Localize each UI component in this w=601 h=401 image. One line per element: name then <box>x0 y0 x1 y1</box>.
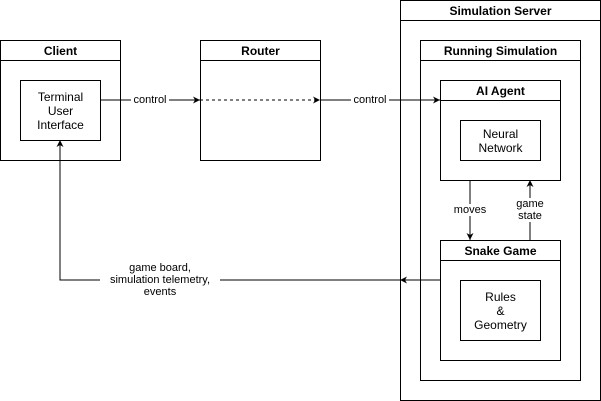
snake-game-container: Snake Game <box>440 240 561 361</box>
simulation-server-title: Simulation Server <box>401 1 600 21</box>
edge-label-game-state: game state <box>512 198 548 222</box>
edge-label-control-2: control <box>351 94 389 106</box>
edge-label-moves: moves <box>449 204 491 216</box>
snake-game-title: Snake Game <box>441 241 560 261</box>
neural-network-node: Neural Network <box>460 120 541 161</box>
client-container: Client <box>0 40 121 161</box>
edge-feedback-to-tui <box>56 140 400 281</box>
ai-agent-container: AI Agent <box>440 80 561 181</box>
edge-label-control-1: control <box>131 94 169 106</box>
client-title: Client <box>1 41 120 61</box>
edge-label-feedback: game board, simulation telemetry, events <box>100 262 220 298</box>
running-simulation-title: Running Simulation <box>421 41 580 61</box>
router-title: Router <box>201 41 320 61</box>
terminal-user-interface-node: Terminal User Interface <box>20 80 101 141</box>
running-simulation-container: Running Simulation <box>420 40 581 381</box>
rules-geometry-node: Rules & Geometry <box>460 280 541 341</box>
router-container: Router <box>200 40 321 161</box>
ai-agent-title: AI Agent <box>441 81 560 101</box>
